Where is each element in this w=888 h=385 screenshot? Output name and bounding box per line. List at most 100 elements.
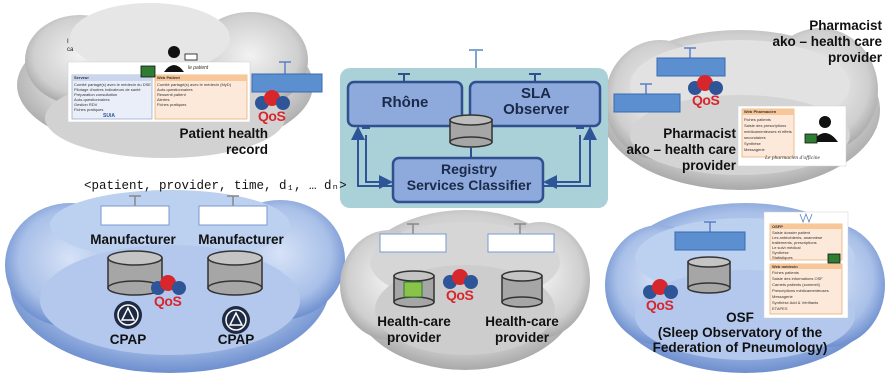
manufacturer-endpoint-2[interactable] [198,195,268,226]
manufacturer-database-1 [107,250,163,296]
qos-text-manufacturer: QoS [154,293,182,309]
osf-database [687,256,731,294]
health-care-label-2: Health-care provider [476,314,568,346]
patient-card-right-lines: Comité partagé(s) avec le médecin (MyD) … [157,82,231,107]
patient-card-left-lines: Comité partagé(s) avec le médecin du DSE… [74,82,151,112]
qos-text-osf: QoS [646,297,674,313]
card-line: Saisie dossier patient [772,230,811,235]
registry-line-1: Registry [440,161,498,177]
health-care-database-2 [501,270,543,308]
card-line: Fiches pratiques [157,102,187,107]
sla-observer-label: SLA Observer [490,86,582,118]
osf-card-bottom-header: Web médecin [772,264,798,269]
card-line: Comité partagé(s) avec le médecin (MyD) [157,82,232,87]
card-line: Alertes [157,97,170,102]
health-care-line-1: Health-care [485,314,559,329]
card-line: Pilotage d'autres indicateurs de santé [74,87,141,92]
patient-record-line-2: record [225,142,268,157]
health-care-endpoint-1[interactable] [379,223,447,253]
patient-record-endpoint[interactable] [251,61,323,93]
pharmacist-line-2: ako – health care [772,34,882,49]
qos-logo-manufacturer [151,275,186,295]
pharmacist-caption: Le pharmacien d'officine [765,155,820,161]
registry-label: Registry Services Classifier [398,161,540,193]
health-care-line-1: Health-care [377,314,451,329]
corner-line-2: ca [67,47,74,53]
pharmacist-endpoint-1[interactable] [656,47,726,77]
card-line: Ressenti patient [157,92,186,97]
pharmacist-label-bottom: Pharmacist ako – health care provider [614,126,736,174]
patient-app-card [67,46,251,123]
patient-record-label: Patient health record [158,126,268,158]
sla-line-2: Observer [503,101,569,118]
osf-endpoint[interactable] [674,221,746,251]
patient-card-logo: SUiA [103,113,115,119]
pharmacist-app-card [737,105,847,167]
health-care-endpoint-2[interactable] [487,223,555,253]
card-line: traitements, prescriptions [772,240,817,245]
osf-line-1: OSF [726,310,754,325]
qos-logo-osf [643,279,678,299]
card-line: Prescriptions médicamenteuses [772,288,829,293]
health-care-label-1: Health-care provider [368,314,460,346]
pharmacist-label-top: Pharmacist ako – health care provider [742,18,882,66]
card-line: Comité partagé(s) avec le médecin du DSE [74,82,151,87]
card-line: Les antécédents, anamnèse [772,235,823,240]
card-line: Messagerie [744,147,765,152]
manufacturer-label-2: Manufacturer [198,232,284,247]
corner-line-1: I [67,39,69,45]
pharmacist-line-1: Pharmacist [663,126,736,141]
qos-logo-patient [255,90,290,110]
patient-card-left-header: Serveur [74,75,89,80]
patient-record-line-1: Patient health [179,126,268,141]
registry-line-2: Services Classifier [406,177,532,193]
card-line: Fiches patients [744,117,771,122]
pharmacist-line-2: ako – health care [626,142,736,157]
card-line: Le suivi médical [772,245,801,250]
card-line: Synthèse [772,250,789,255]
health-care-database-1 [393,270,435,308]
sla-line-1: SLA [521,85,551,102]
card-line: Statistiques [772,255,793,260]
card-line: Fiches pratiques [74,107,104,112]
osf-card-top-header: OSFP [772,224,783,229]
osf-card-top-lines: Saisie dossier patient Les antécédents, … [772,230,822,260]
card-line: Messagerie [772,294,793,299]
card-line: Saisie des informations OSF [772,276,823,281]
pharmacist-endpoint-2[interactable] [613,83,681,113]
card-line: Préparation consultation [74,92,118,97]
card-line: secondaires [744,135,766,140]
osf-app-card [763,211,849,319]
osf-label: OSF (Sleep Observatory of the Federation… [640,310,840,355]
qos-text-patient: QoS [258,108,286,124]
card-line: Synthèse [744,141,761,146]
card-line: Gestion RDV [74,102,98,107]
pharmacist-line-3: provider [681,158,736,173]
patient-card-right-header: Web Patient [157,75,180,80]
health-care-line-2: provider [494,330,549,345]
pharmacist-line-1: Pharmacist [809,18,882,33]
data-tuple-text: <patient, provider, time, d₁, … dₙ> [84,179,347,193]
pharmacist-line-3: provider [827,50,882,65]
manufacturer-database-2 [207,250,263,296]
card-line: Carnets patients (sommeil) [772,282,820,287]
card-line: Saisie des prescriptions [744,123,787,128]
manufacturer-label-1: Manufacturer [90,232,176,247]
cpap-icon-1 [114,301,142,329]
cpap-label-1: CPAP [109,332,147,347]
manufacturer-endpoint-1[interactable] [100,195,170,226]
qos-text-health-care: QoS [446,287,474,303]
card-line: médicamenteuses et effets [744,129,792,134]
qos-logo-pharmacist [688,75,723,95]
osf-line-2: (Sleep Observatory of the [657,325,823,340]
card-line: Fiches patients [772,270,799,275]
card-line: ETAPES [772,306,788,311]
health-care-line-2: provider [386,330,441,345]
cpap-label-2: CPAP [217,332,255,347]
pharmacist-card-lines: Fiches patients Saisie des prescriptions… [744,117,792,153]
osf-card-bottom-lines: Fiches patients Saisie des informations … [772,270,829,312]
qos-text-pharmacist: QoS [692,92,720,108]
central-database [449,114,493,148]
cpap-icon-2 [222,306,250,334]
